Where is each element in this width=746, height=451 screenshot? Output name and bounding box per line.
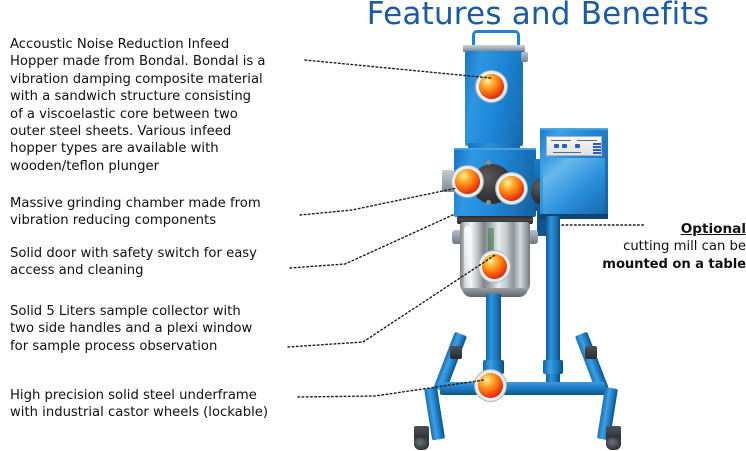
optional-line-1: cutting mill can be [623, 239, 746, 254]
collector-rim [457, 216, 533, 224]
underframe-crossbar [440, 382, 605, 395]
support-column-rear-collar [543, 360, 563, 374]
hopper-hinge [521, 52, 528, 62]
feature-text-infeed-hopper: Accoustic Noise Reduction Infeed Hopper … [10, 37, 266, 174]
optional-line-2: mounted on a table [602, 257, 746, 272]
control-panel-face [543, 158, 605, 214]
castor-wheel-left-front [414, 438, 429, 450]
safety-switch-bracket [442, 170, 455, 192]
feature-text-underframe: High precision solid steel underframe wi… [10, 388, 269, 421]
callout-marker-door [455, 169, 480, 194]
castor-mount-left-rear [450, 346, 462, 359]
callout-marker-underframe [478, 373, 503, 398]
optional-callout: Optional cutting mill can be mounted on … [576, 220, 746, 274]
collector-highlight [464, 226, 471, 288]
control-panel-label [546, 136, 602, 156]
control-panel-underside [540, 214, 608, 219]
control-panel-arm [537, 206, 547, 236]
chamber-bolt-top [486, 160, 491, 165]
feature-text-sample-collector: Solid 5 Liters sample collector with two… [10, 304, 253, 354]
collector-handle-left [452, 230, 462, 244]
hopper-lid [463, 45, 525, 52]
callout-marker-hopper [479, 74, 504, 99]
page-title: Features and Benefits [366, 0, 710, 32]
cutting-mill-illustration [400, 30, 635, 451]
optional-heading: Optional [680, 221, 746, 237]
castor-mount-right-rear [585, 346, 597, 359]
castor-wheel-right-front [606, 438, 621, 450]
feature-text-solid-door: Solid door with safety switch for easy a… [10, 246, 257, 279]
hopper-handle-icon [472, 30, 520, 49]
feature-text-grinding-chamber: Massive grinding chamber made from vibra… [10, 196, 261, 229]
support-column-front-collar [483, 360, 504, 374]
chamber-bolt-bottom [486, 200, 491, 205]
support-column-rear [546, 216, 560, 384]
callout-marker-collector [482, 254, 507, 279]
callout-marker-chamber [499, 176, 524, 201]
collector-handle-right [528, 230, 538, 244]
